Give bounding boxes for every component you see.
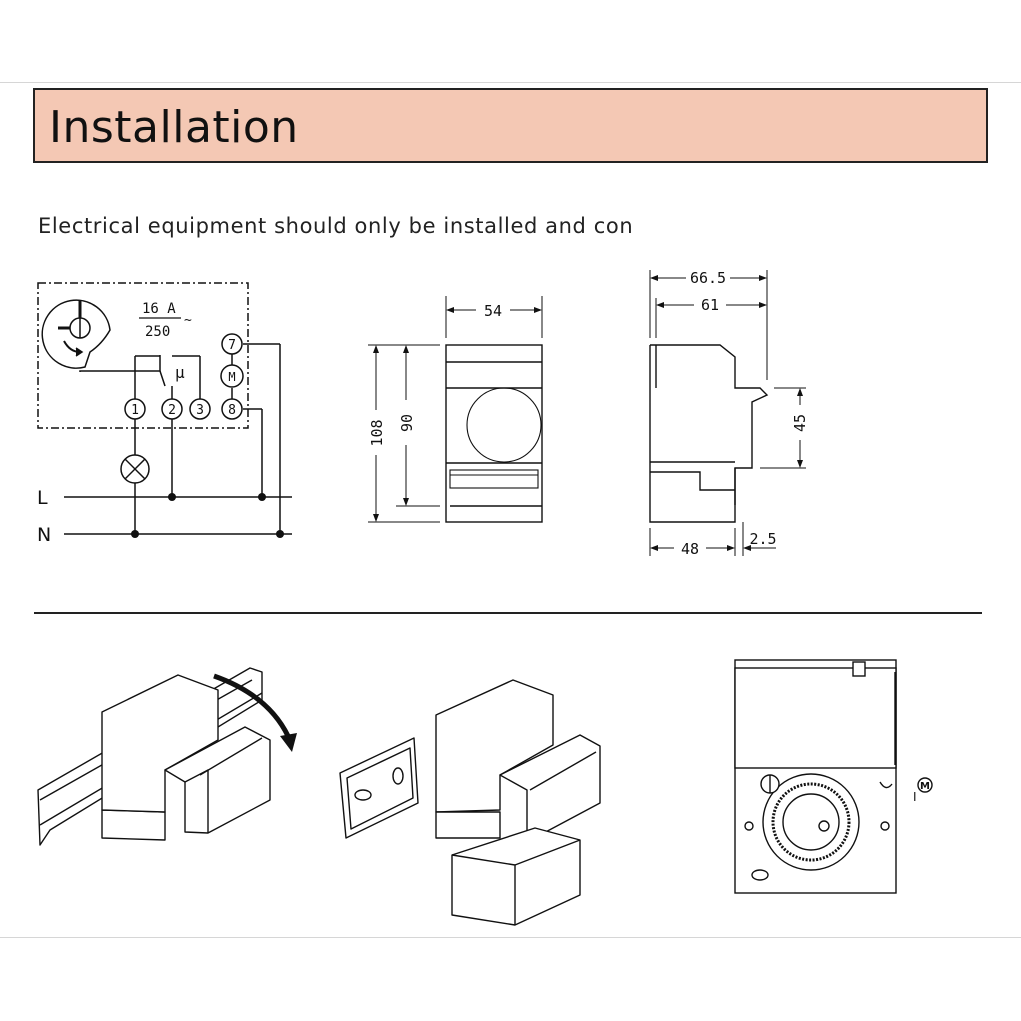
terminal-label: 8 [228,403,236,418]
line-label: L [37,487,48,509]
terminal-label: 7 [228,338,236,353]
device-boundary [37,282,249,429]
front-view-drawing [368,296,543,523]
wiring-labels: 16 A 250 ~ μ 1 2 3 7 M 8 L N [37,301,236,546]
wiring-diagram [37,282,292,535]
section-banner: Installation [33,88,988,163]
neutral-label: N [37,524,51,546]
terminal-label: 1 [131,403,139,418]
junction-dots [131,493,284,538]
rotate-arrow-icon [213,673,291,738]
dial-icon [41,299,111,369]
top-rule [0,82,1021,83]
width-dimension: 54 [484,302,502,320]
terminal-label: 3 [196,403,204,418]
intro-text: Electrical equipment should only be inst… [38,214,634,238]
motor-label: M [228,370,235,384]
bottom-rule [0,937,1021,938]
body-depth-dimension: 61 [701,296,719,314]
front-view-arrows [373,307,542,522]
rating-current: 16 A [142,301,176,317]
height-inner-dimension: 90 [398,414,416,432]
front-height-dimension: 45 [791,414,809,432]
screw-mounting-illustration [339,679,601,926]
page-title: Installation [49,102,299,153]
contact-symbol: μ [175,363,185,382]
side-view-drawing [649,270,806,556]
side-view-arrows [650,275,803,551]
din-rail-mounting-illustration [37,667,271,846]
height-outer-dimension: 108 [368,419,386,446]
terminal-label: 2 [168,403,176,418]
base-depth-dimension: 48 [681,540,699,558]
motor-mark: M [920,781,930,792]
total-depth-dimension: 66.5 [690,269,726,287]
timer-front-illustration [734,659,933,894]
section-divider [34,612,982,614]
offset-dimension: 2.5 [749,530,776,548]
ac-symbol: ~ [184,313,192,328]
off-mark: I [913,790,917,804]
rating-voltage: 250 [145,324,170,340]
